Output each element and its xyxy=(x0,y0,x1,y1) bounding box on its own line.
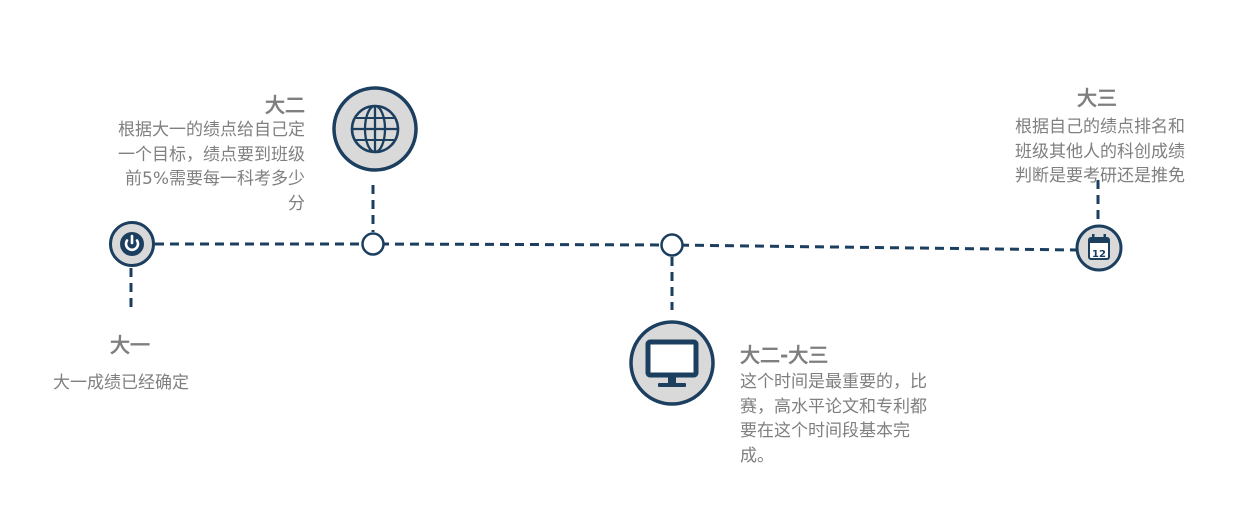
milestone-title-4: 大三 xyxy=(1077,86,1117,110)
calendar-day: 12 xyxy=(1092,249,1106,260)
power-icon xyxy=(109,221,155,267)
milestone-title-3: 大二-大三 xyxy=(740,343,829,367)
milestone-title-2: 大二 xyxy=(265,93,305,117)
timeline-node-2 xyxy=(361,232,385,256)
milestone-desc-3: 这个时间是最重要的，比赛，高水平论文和专利都要在这个时间段基本完成。 xyxy=(740,372,927,466)
calendar-icon: 12 xyxy=(1075,224,1123,272)
milestone-title-1: 大一 xyxy=(110,333,150,357)
milestone-desc-4: 根据自己的绩点排名和班级其他人的科创成绩判断是要考研还是推免 xyxy=(1015,117,1185,186)
timeline-line xyxy=(155,242,1078,252)
globe-icon xyxy=(332,86,418,172)
milestone-desc-1: 大一成绩已经确定 xyxy=(53,373,189,393)
timeline-node-3 xyxy=(660,233,684,257)
milestone-desc-2: 根据大一的绩点给自己定一个目标，绩点要到班级前5%需要每一科考多少分 xyxy=(118,120,305,214)
monitor-icon xyxy=(629,320,715,406)
